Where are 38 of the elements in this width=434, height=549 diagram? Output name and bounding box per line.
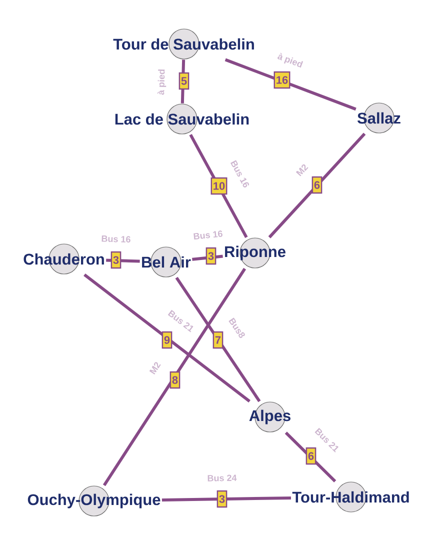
station: Ouchy-Olympique xyxy=(28,486,160,516)
weight-box: 7 xyxy=(212,331,224,349)
line-name: M2 xyxy=(149,362,161,374)
line-name: Bus 21 xyxy=(314,428,338,452)
station: Chauderon xyxy=(24,244,104,274)
connector xyxy=(175,276,261,402)
station: Sallaz xyxy=(357,102,400,134)
connector xyxy=(162,496,291,502)
connector xyxy=(189,134,248,238)
weight-box: 8 xyxy=(170,371,180,389)
connector xyxy=(268,132,366,238)
line-name: Bus 16 xyxy=(230,160,250,188)
weight-box: 5 xyxy=(178,72,190,90)
line-name: Bus 24 xyxy=(208,474,237,482)
weight-box: 6 xyxy=(306,447,316,465)
weight-box: 3 xyxy=(216,490,228,508)
line-name: à pied xyxy=(278,52,304,68)
line-name: à pied xyxy=(157,70,166,95)
station: Lac de Sauvabelin xyxy=(115,104,249,134)
station: Bel Air xyxy=(142,246,191,278)
connector xyxy=(84,274,250,402)
line-name: M2 xyxy=(296,164,308,176)
connector xyxy=(284,432,336,482)
weight-box: 10 xyxy=(210,177,228,195)
weight-box: 3 xyxy=(206,247,216,265)
line-name: Bus 21 xyxy=(168,310,194,332)
weight-box: 9 xyxy=(162,331,172,349)
station: Tour-Haldimand xyxy=(292,482,409,512)
connector xyxy=(224,58,356,111)
line-name: Bus 16 xyxy=(102,235,130,243)
weight-box: 3 xyxy=(110,251,122,269)
line-name: Bus 16 xyxy=(194,230,222,240)
weight-box: 6 xyxy=(312,176,322,194)
connector xyxy=(102,268,246,486)
station: Tour de Sauvabelin xyxy=(113,28,254,60)
station: Alpes xyxy=(249,402,290,432)
station: Riponne xyxy=(225,238,286,268)
weight-box: 16 xyxy=(274,71,290,89)
